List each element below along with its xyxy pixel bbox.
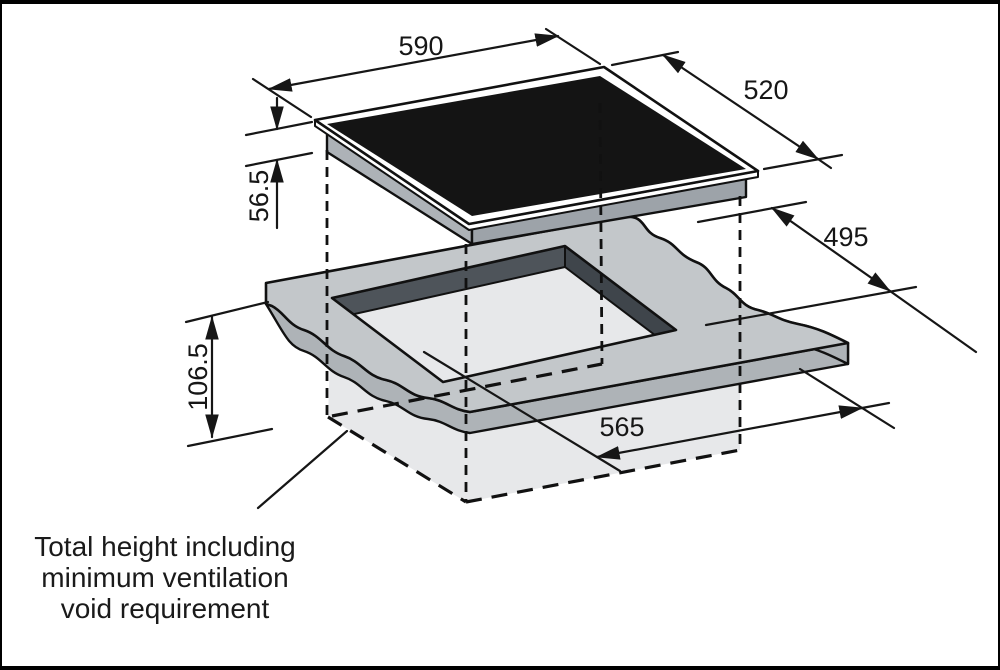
dim-extension [696,200,808,224]
dim-extension [544,27,602,66]
dim-extension [704,285,918,327]
dim-hob-depth: 520 [610,50,844,171]
dim-hob-width: 590 [251,27,602,119]
dim-overshoot [816,157,833,170]
dim-label-590: 590 [398,31,443,61]
dim-label-106-5: 106.5 [183,343,213,411]
dim-line [661,53,820,161]
hob-glass-top [327,76,746,216]
dim-overshoot [860,401,891,410]
projection-back-vertical [598,102,604,365]
dim-total-height: 106.5 [183,300,274,448]
dim-line [595,405,864,460]
dim-hob-height: 56.5 [244,96,314,230]
dim-line [267,33,560,92]
hob-unit [313,65,760,246]
dim-tick-bottom [244,151,314,168]
dim-extension [798,367,896,430]
dim-label-565: 565 [599,412,644,442]
void-bottom-back-edge [331,362,603,418]
void-bottom-front-edge [465,448,741,504]
dim-tick-bottom [186,427,274,448]
ventilation-note: Total height including minimum ventilati… [34,531,296,624]
dim-tick-top [244,120,314,137]
note-leader-line [256,429,349,510]
void-bottom-left-edge [327,415,467,504]
dim-extension [762,153,844,171]
dim-cutout-width: 565 [422,350,896,473]
dim-extension [251,77,313,119]
dim-line [770,206,892,293]
dim-extension [422,350,622,473]
dim-label-495: 495 [823,222,868,252]
dim-label-56-5: 56.5 [244,170,274,223]
dim-cutout-depth: 495 [696,200,978,354]
dim-overshoot [888,289,978,354]
dim-tick-top [184,300,270,324]
dim-label-520: 520 [743,75,788,105]
worktop-top-face [264,215,850,414]
projection-lines [325,102,742,504]
dim-extension [610,50,680,67]
